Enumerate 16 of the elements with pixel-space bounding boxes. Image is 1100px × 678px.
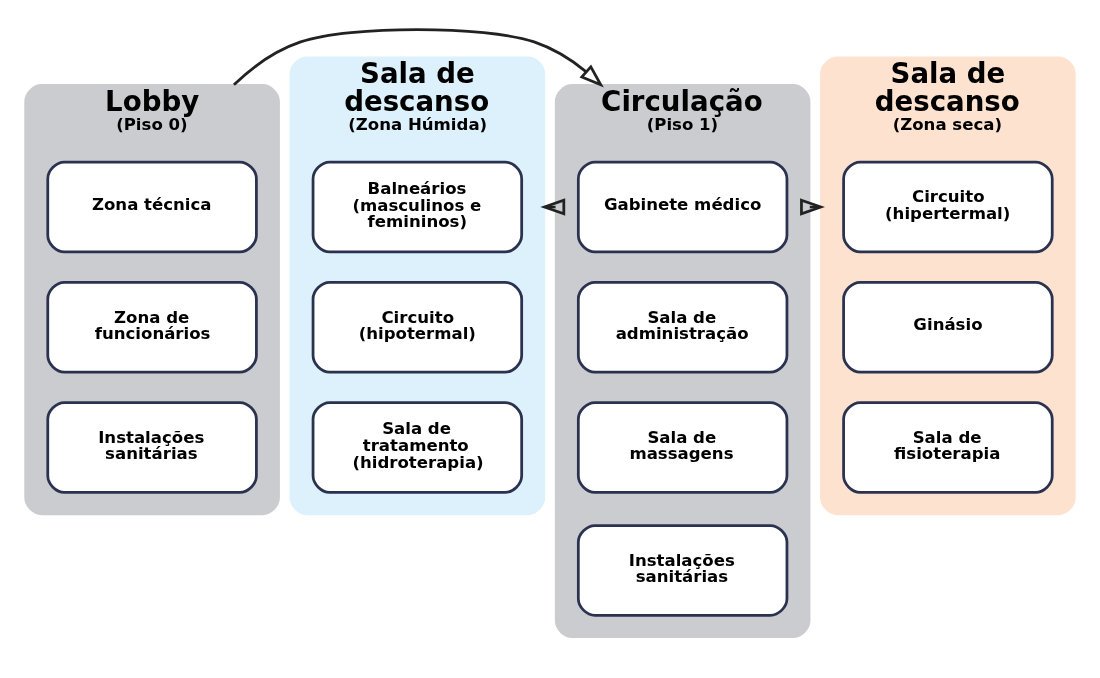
node-box: Instalações sanitárias	[46, 401, 258, 494]
node-box: Circuito (hipotermal)	[311, 280, 524, 374]
arrow	[540, 198, 566, 216]
node-box: Sala de fisioterapia	[842, 401, 1054, 494]
node-box: Zona de funcionários	[46, 280, 258, 374]
arrow	[233, 28, 604, 88]
node-box: Instalações sanitárias	[576, 524, 789, 617]
node-box: Sala de massagens	[576, 401, 789, 494]
node-box: Sala de tratamento (hidroterapia)	[311, 401, 524, 494]
node-box: Circuito (hipertermal)	[842, 160, 1054, 254]
node-box: Ginásio	[842, 280, 1054, 374]
arrow	[800, 198, 825, 216]
node-box: Zona técnica	[46, 160, 258, 254]
node-box: Gabinete médico	[576, 160, 789, 254]
node-box: Sala de administração	[576, 280, 789, 374]
node-box: Balneários (masculinos e femininos)	[311, 160, 524, 254]
